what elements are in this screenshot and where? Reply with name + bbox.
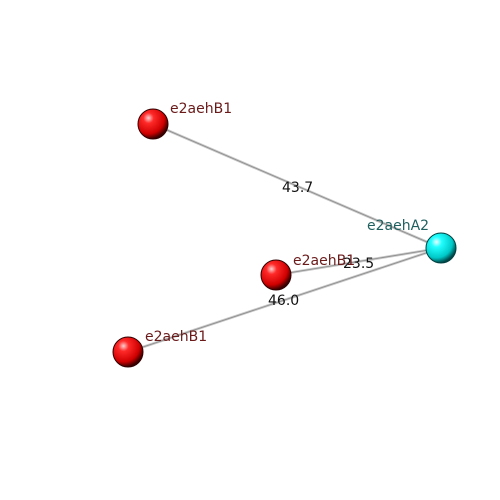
edge-label: 43.7	[282, 180, 313, 196]
node-a2[interactable]	[425, 232, 457, 264]
edge-b1_top-a2	[151, 122, 443, 250]
node-b1_low[interactable]	[112, 336, 144, 368]
node-label-b1_low: e2aehB1	[145, 329, 207, 345]
edge-b1_low-a2	[126, 246, 443, 354]
node-label-b1_mid: e2aehB1	[293, 253, 355, 269]
node-label-b1_top: e2aehB1	[170, 101, 232, 117]
edge-b1_mid-a2	[274, 246, 443, 277]
node-b1_mid[interactable]	[260, 259, 292, 291]
edge-label: 23.5	[343, 256, 374, 272]
node-label-a2: e2aehA2	[367, 218, 429, 234]
edge-label: 46.0	[268, 293, 299, 309]
node-b1_top[interactable]	[137, 108, 169, 140]
